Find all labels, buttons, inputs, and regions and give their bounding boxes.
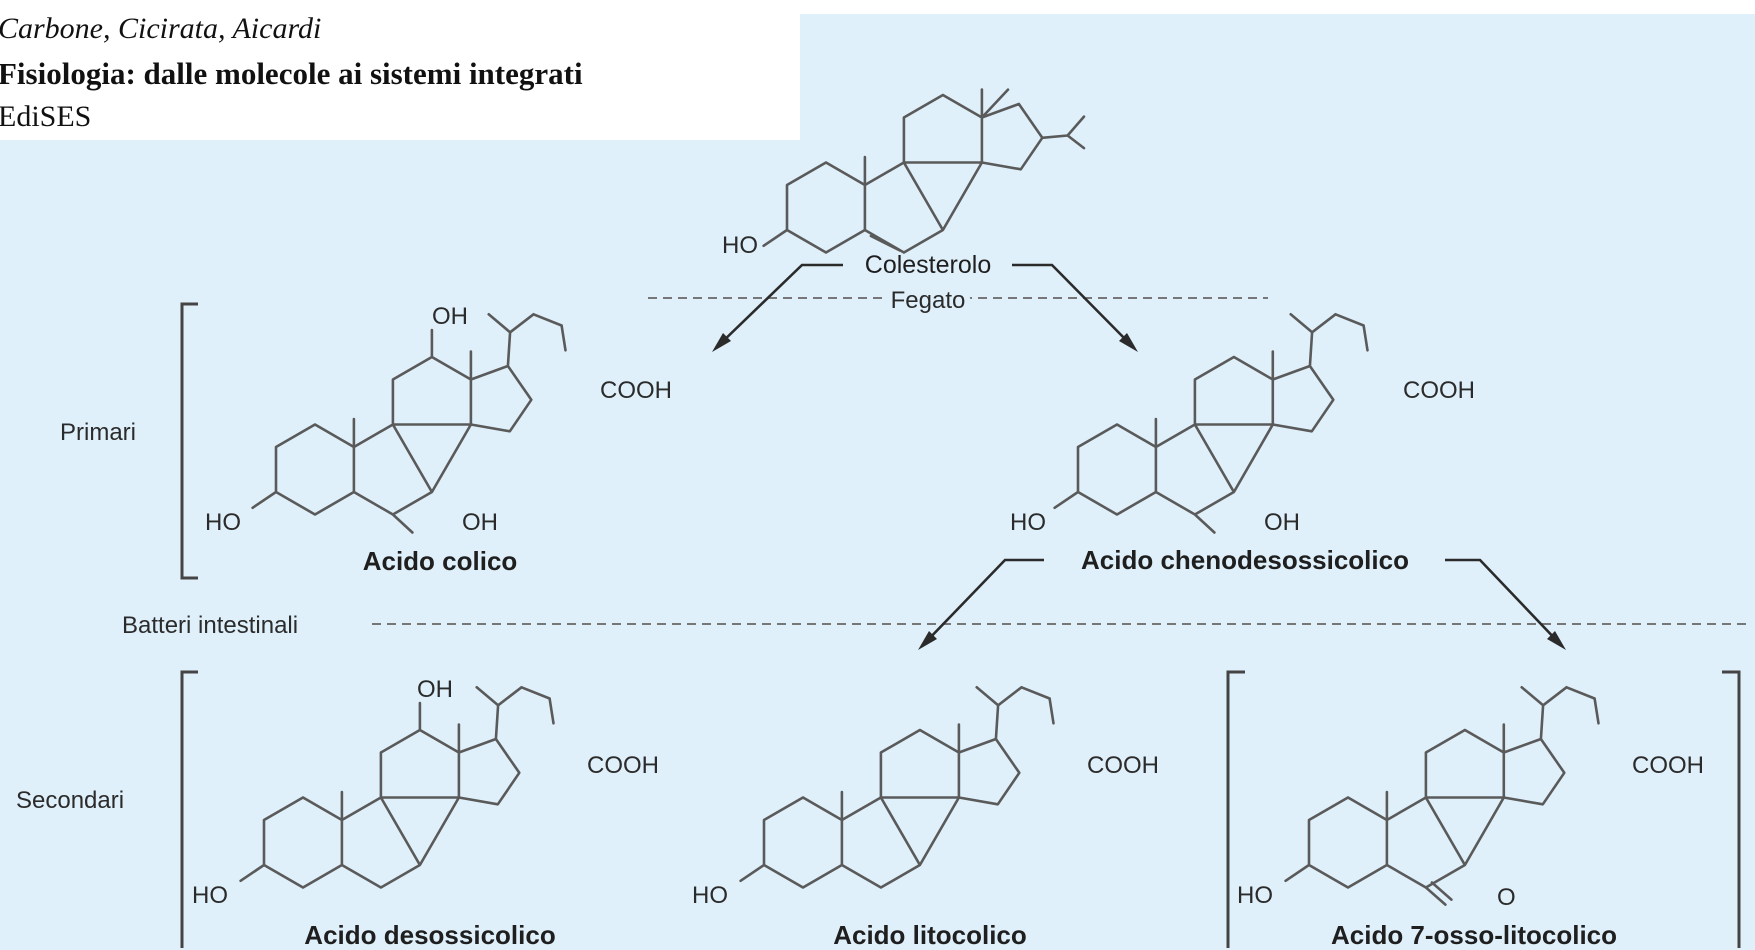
arrow-to-chenodesossicolico xyxy=(1012,263,1133,347)
molecule-names: Colesterolo Acido colico Acido chenodeso… xyxy=(304,251,1617,950)
ho-label-osso: HO xyxy=(1237,882,1273,909)
ho-label-desossicolico: HO xyxy=(192,882,228,909)
cooh-label-osso: COOH xyxy=(1632,752,1704,779)
secondari-bracket-left xyxy=(180,670,198,948)
osso-name: Acido 7-osso-litocolico xyxy=(1331,920,1617,950)
cooh-label-desossicolico: COOH xyxy=(587,752,659,779)
region-labels: Fegato Batteri intestinali Primari Secon… xyxy=(16,281,971,814)
cooh-label-chenodesossicolico: COOH xyxy=(1403,377,1475,404)
structure-acido-7-osso-litocolico xyxy=(1284,686,1600,906)
litocolico-name: Acido litocolico xyxy=(833,920,1027,950)
arrowhead-colico xyxy=(712,333,731,352)
primari-bracket xyxy=(180,302,198,580)
ho-label-litocolico: HO xyxy=(692,882,728,909)
desossicolico-name: Acido desossicolico xyxy=(304,920,555,950)
caption-title: Fisiologia: dalle molecole ai sistemi in… xyxy=(0,56,583,91)
arrow-to-colico xyxy=(717,263,843,347)
o-label-osso: O xyxy=(1497,884,1516,911)
structure-acido-chenodesossicolico xyxy=(1053,313,1369,534)
molecular-structures xyxy=(239,88,1600,906)
ho-label-colico: HO xyxy=(205,509,241,536)
batteri-label: Batteri intestinali xyxy=(122,612,298,639)
osso-bracket-right xyxy=(1722,670,1741,948)
osso-bracket-left xyxy=(1226,670,1245,948)
arrowhead-litocolico xyxy=(918,631,937,650)
arrow-heads xyxy=(712,333,1566,650)
oh-label-desossicolico: OH xyxy=(417,676,453,703)
ho-label-colesterolo: HO xyxy=(722,232,758,259)
caption-background xyxy=(0,0,800,140)
oh-label-colico-7: OH xyxy=(462,509,498,536)
caption-authors: Carbone, Cicirata, Aicardi xyxy=(0,12,322,45)
cooh-label-litocolico: COOH xyxy=(1087,752,1159,779)
ho-label-chenodesossicolico: HO xyxy=(1010,509,1046,536)
colesterolo-name: Colesterolo xyxy=(865,251,991,279)
colico-name: Acido colico xyxy=(363,546,518,576)
oh-label-colico-12: OH xyxy=(432,303,468,330)
group-labels: HO OH COOH HO OH COOH HO OH OH COOH HO C… xyxy=(189,229,1708,915)
structure-acido-desossicolico xyxy=(239,686,555,889)
arrowhead-chenodesossicolico xyxy=(1119,333,1138,352)
arrow-to-osso xyxy=(1445,558,1561,645)
arrowhead-osso xyxy=(1547,631,1566,650)
oh-label-chenodesossicolico: OH xyxy=(1264,509,1300,536)
structure-colesterolo xyxy=(762,88,1086,254)
primari-label: Primari xyxy=(60,419,136,446)
reaction-arrows xyxy=(717,263,1561,645)
chenodesossicolico-name: Acido chenodesossicolico xyxy=(1081,545,1409,575)
structure-acido-colico xyxy=(251,313,567,534)
fegato-label: Fegato xyxy=(891,287,966,314)
arrow-to-litocolico xyxy=(923,558,1044,645)
caption-publisher: EdiSES xyxy=(0,100,92,133)
secondari-label: Secondari xyxy=(16,787,124,814)
structure-acido-litocolico xyxy=(739,686,1055,889)
cooh-label-colico: COOH xyxy=(600,377,672,404)
diagram-background xyxy=(0,14,1755,950)
